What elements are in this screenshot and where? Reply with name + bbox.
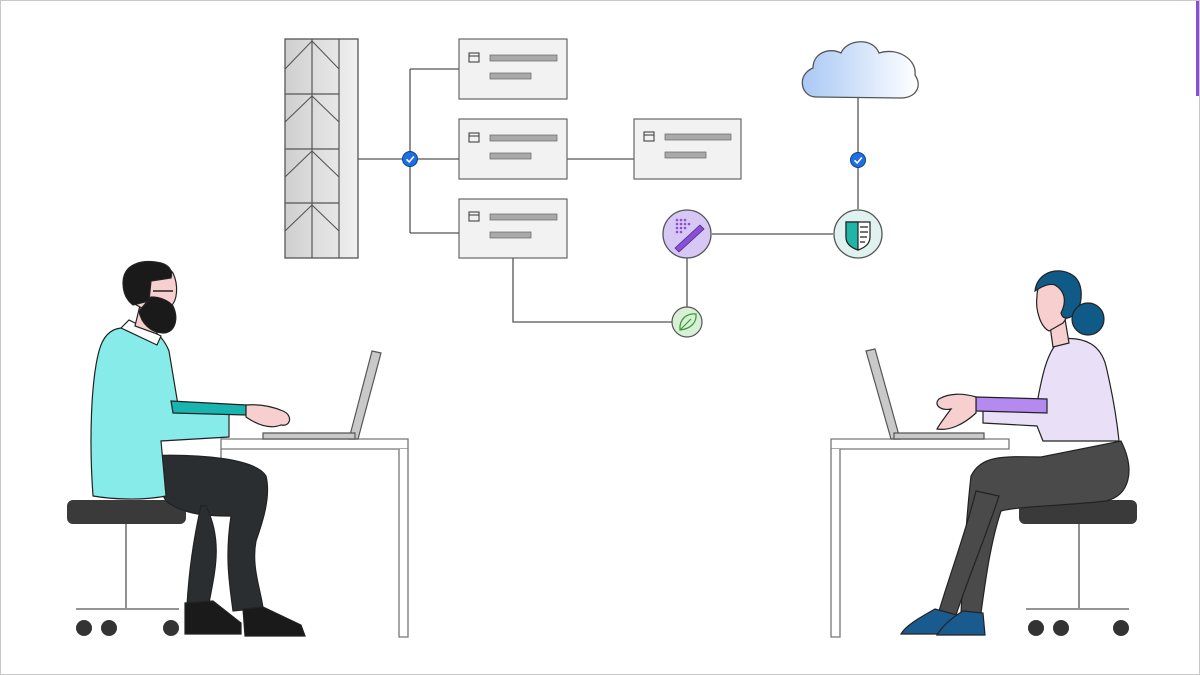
woman-hair xyxy=(1034,270,1082,319)
woman-legs xyxy=(960,440,1130,614)
shield-icon xyxy=(833,209,883,259)
woman-shoe-right xyxy=(935,610,986,636)
woman-torso xyxy=(982,337,1120,442)
cloud-icon xyxy=(801,41,919,99)
man-shoe-left xyxy=(184,600,242,635)
woman-hand xyxy=(936,393,977,430)
stool-left xyxy=(67,500,186,636)
man-beard xyxy=(138,296,177,334)
app-window-icon xyxy=(468,211,480,222)
accent-edge xyxy=(1196,1,1199,96)
man-figure xyxy=(90,261,306,637)
desk-left xyxy=(220,438,409,638)
card-line-long xyxy=(489,134,558,142)
connector-card-bottom-leaf xyxy=(512,258,672,323)
laptop-icon xyxy=(865,348,985,440)
woman-sleeve xyxy=(975,396,1048,414)
card-line-short xyxy=(489,231,532,239)
check-icon xyxy=(850,152,866,168)
card-line-short xyxy=(664,151,707,159)
stool-right xyxy=(1019,500,1137,636)
server-rack-icon xyxy=(284,38,359,259)
man-lower-leg xyxy=(186,505,217,606)
laptop-icon xyxy=(262,350,382,440)
man-torso xyxy=(90,324,230,500)
connectors xyxy=(358,68,859,323)
woman-figure xyxy=(899,270,1130,636)
man-hand xyxy=(245,404,291,428)
app-window-icon xyxy=(468,132,480,143)
card-middle xyxy=(458,118,568,180)
card-line-short xyxy=(489,152,532,160)
man-shoe-right xyxy=(242,606,306,637)
man-legs xyxy=(140,454,269,612)
connector-hub-cards xyxy=(409,68,459,234)
card-line-long xyxy=(489,54,558,62)
card-top xyxy=(458,38,568,100)
card-line-short xyxy=(489,72,532,80)
card-line-long xyxy=(489,213,558,221)
leaf-icon xyxy=(671,306,703,338)
man-hair xyxy=(122,261,173,306)
app-window-icon xyxy=(468,52,480,63)
man-collar xyxy=(119,319,162,346)
desk-right xyxy=(830,438,1010,638)
card-line-long xyxy=(664,133,732,141)
app-window-icon xyxy=(643,131,655,142)
woman-hair-bun xyxy=(1071,302,1105,336)
man-sleeve xyxy=(170,400,247,416)
check-icon xyxy=(402,151,418,167)
card-bottom xyxy=(458,198,568,259)
card-right xyxy=(633,118,742,180)
data-stream-icon xyxy=(662,209,712,259)
